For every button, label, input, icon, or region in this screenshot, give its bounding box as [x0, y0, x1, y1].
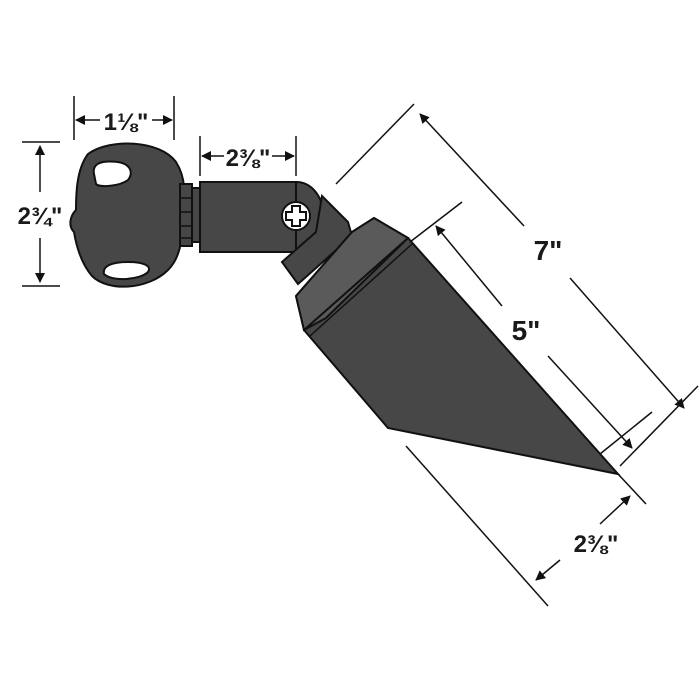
label-knuckle-height: 2¾"	[18, 203, 63, 230]
dimension-lines	[22, 96, 699, 607]
fixture-body	[294, 216, 621, 476]
knuckle-slot-bottom	[102, 260, 150, 280]
phillips-screw-icon	[281, 201, 311, 231]
swivel-neck	[280, 193, 354, 286]
label-lens-width: 2⅜"	[574, 531, 619, 558]
mounting-knuckle	[69, 142, 186, 288]
label-arm-length: 2⅜"	[226, 145, 271, 172]
label-body-length: 7"	[534, 235, 563, 266]
label-shroud-length: 5"	[512, 315, 541, 346]
label-knuckle-width: 1⅛"	[104, 109, 149, 136]
hex-nut	[179, 183, 201, 247]
knuckle-slot-top	[92, 160, 132, 188]
